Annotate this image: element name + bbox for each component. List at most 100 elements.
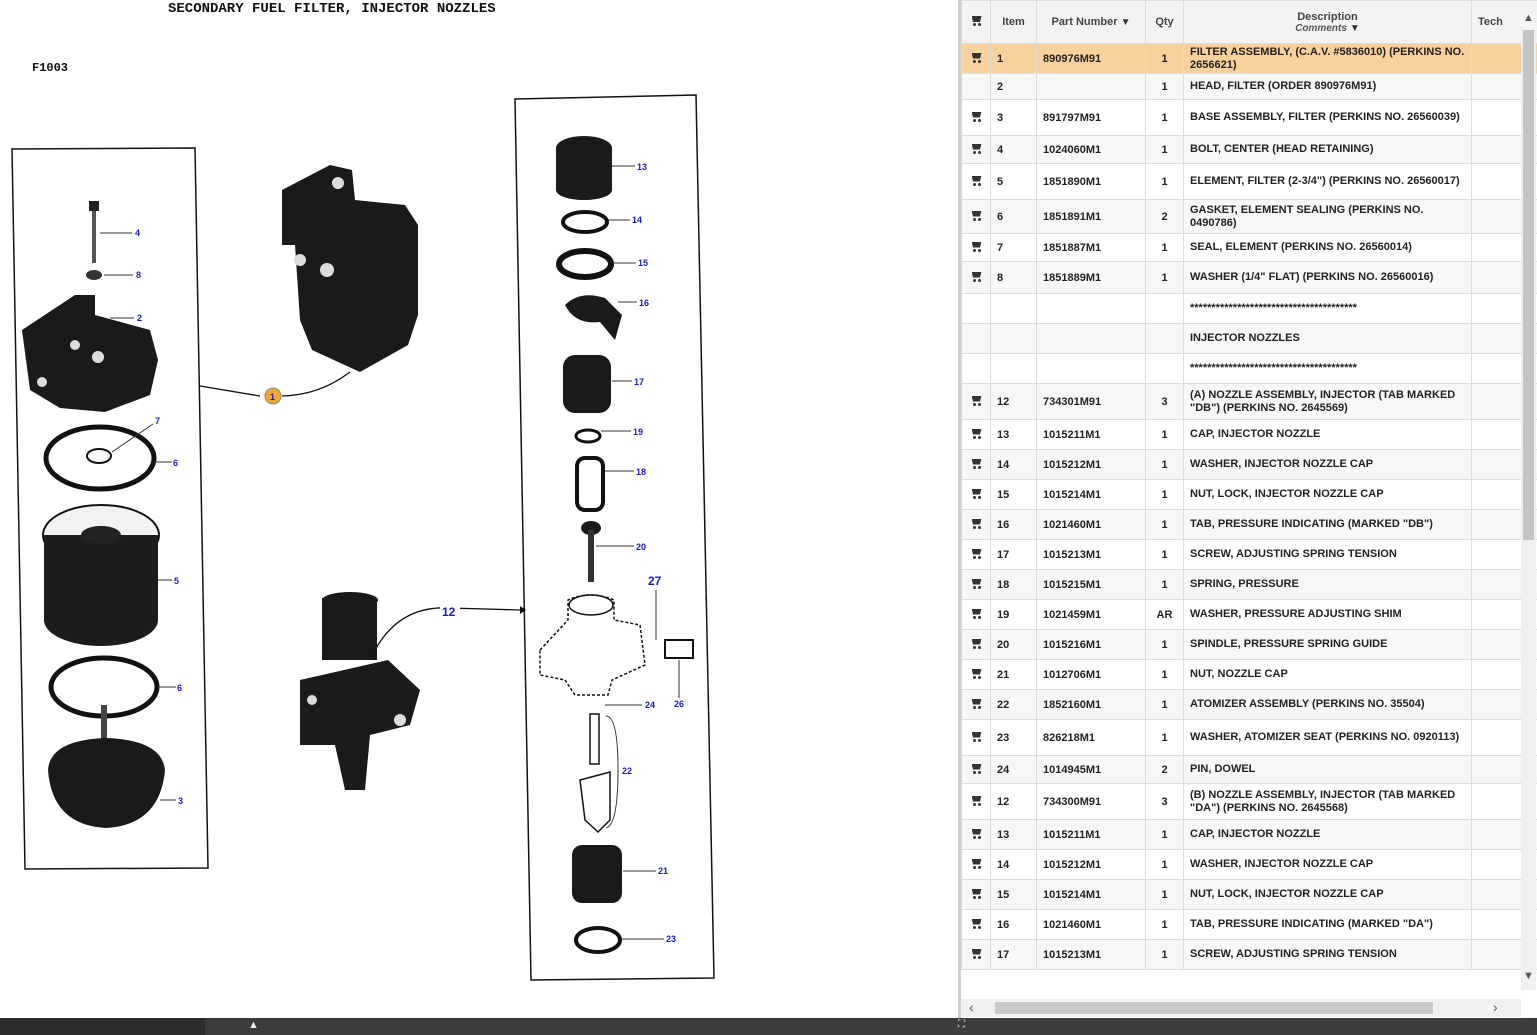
callout-18[interactable]: 18: [636, 467, 646, 477]
cart-icon[interactable]: [970, 638, 983, 649]
horizontal-scrollbar[interactable]: ‹ ›: [961, 999, 1521, 1017]
user-icon[interactable]: ▲: [248, 1019, 259, 1031]
callout-14[interactable]: 14: [632, 215, 642, 225]
vertical-scrollbar[interactable]: [1521, 30, 1536, 990]
filter-icon[interactable]: ▼: [1120, 17, 1131, 28]
part-number-column-header[interactable]: Part Number▼: [1036, 0, 1146, 44]
cart-icon[interactable]: [970, 858, 983, 869]
cart-icon[interactable]: [970, 918, 983, 929]
cart-icon[interactable]: [970, 241, 983, 252]
cart-icon[interactable]: [970, 428, 983, 439]
callout-7[interactable]: 7: [155, 416, 160, 426]
cart-icon[interactable]: [970, 888, 983, 899]
cart-cell[interactable]: [961, 509, 991, 540]
cart-cell[interactable]: [961, 199, 991, 234]
cart-cell[interactable]: [961, 419, 991, 450]
cart-cell[interactable]: [961, 135, 991, 164]
callout-16[interactable]: 16: [639, 298, 649, 308]
cart-cell[interactable]: [961, 849, 991, 880]
chevron-up-icon[interactable]: ▲: [1523, 12, 1534, 24]
cart-cell[interactable]: [961, 939, 991, 970]
cart-icon[interactable]: [970, 731, 983, 742]
callout-3[interactable]: 3: [178, 796, 183, 806]
cart-cell[interactable]: [961, 323, 991, 354]
cart-icon[interactable]: [970, 488, 983, 499]
cart-cell[interactable]: [961, 783, 991, 820]
item-column-header[interactable]: Item: [990, 0, 1037, 44]
callout-17[interactable]: 17: [634, 377, 644, 387]
cart-icon[interactable]: [970, 668, 983, 679]
cart-cell[interactable]: [961, 163, 991, 200]
cart-cell[interactable]: [961, 233, 991, 262]
cart-cell[interactable]: [961, 659, 991, 690]
cart-icon[interactable]: [970, 395, 983, 406]
cart-cell[interactable]: [961, 293, 991, 324]
cart-icon[interactable]: [970, 828, 983, 839]
cart-icon[interactable]: [970, 271, 983, 282]
table-row[interactable]: ***************************************: [961, 353, 1537, 384]
vertical-scroll-thumb[interactable]: [1523, 30, 1534, 540]
table-row[interactable]: INJECTOR NOZZLES: [961, 323, 1537, 354]
cart-cell[interactable]: [961, 909, 991, 940]
cart-icon[interactable]: [970, 698, 983, 709]
cart-icon[interactable]: [970, 763, 983, 774]
callout-22[interactable]: 22: [622, 766, 632, 776]
cart-cell[interactable]: [961, 43, 991, 74]
callout-20[interactable]: 20: [636, 542, 646, 552]
cart-icon[interactable]: [970, 458, 983, 469]
chevron-down-icon[interactable]: ▼: [1523, 970, 1534, 982]
callout-13[interactable]: 13: [637, 162, 647, 172]
cart-icon[interactable]: [970, 175, 983, 186]
callout-26[interactable]: 26: [674, 699, 684, 709]
cart-icon[interactable]: [970, 52, 983, 63]
table-row[interactable]: ***************************************: [961, 293, 1537, 324]
resize-icon[interactable]: ⛶: [958, 1019, 965, 1030]
cart-icon[interactable]: [970, 578, 983, 589]
cart-cell[interactable]: [961, 261, 991, 294]
cart-icon[interactable]: [970, 111, 983, 122]
callout-23[interactable]: 23: [666, 934, 676, 944]
cart-icon[interactable]: [970, 143, 983, 154]
cart-icon[interactable]: [970, 210, 983, 221]
cart-cell[interactable]: [961, 629, 991, 660]
cart-icon[interactable]: [970, 948, 983, 959]
callout-8[interactable]: 8: [136, 270, 141, 280]
cart-cell[interactable]: [961, 383, 991, 420]
callout-5[interactable]: 5: [174, 576, 179, 586]
chevron-left-icon[interactable]: ‹: [969, 999, 974, 1015]
cart-icon[interactable]: [970, 518, 983, 529]
pane-splitter[interactable]: [958, 0, 961, 1018]
callout-6b[interactable]: 6: [177, 683, 182, 693]
group-marker-1[interactable]: [264, 387, 282, 405]
filter-icon[interactable]: ▼: [1349, 22, 1360, 34]
cart-cell[interactable]: [961, 539, 991, 570]
cart-cell[interactable]: [961, 879, 991, 910]
cart-cell[interactable]: [961, 569, 991, 600]
callout-24[interactable]: 24: [645, 700, 655, 710]
cart-column-header[interactable]: [961, 0, 991, 44]
callout-15[interactable]: 15: [638, 258, 648, 268]
callout-4[interactable]: 4: [135, 228, 140, 238]
callout-19[interactable]: 19: [633, 427, 643, 437]
callout-21[interactable]: 21: [658, 866, 668, 876]
parts-diagram-pane[interactable]: SECONDARY FUEL FILTER, INJECTOR NOZZLES …: [0, 0, 958, 1018]
cart-cell[interactable]: [961, 99, 991, 136]
